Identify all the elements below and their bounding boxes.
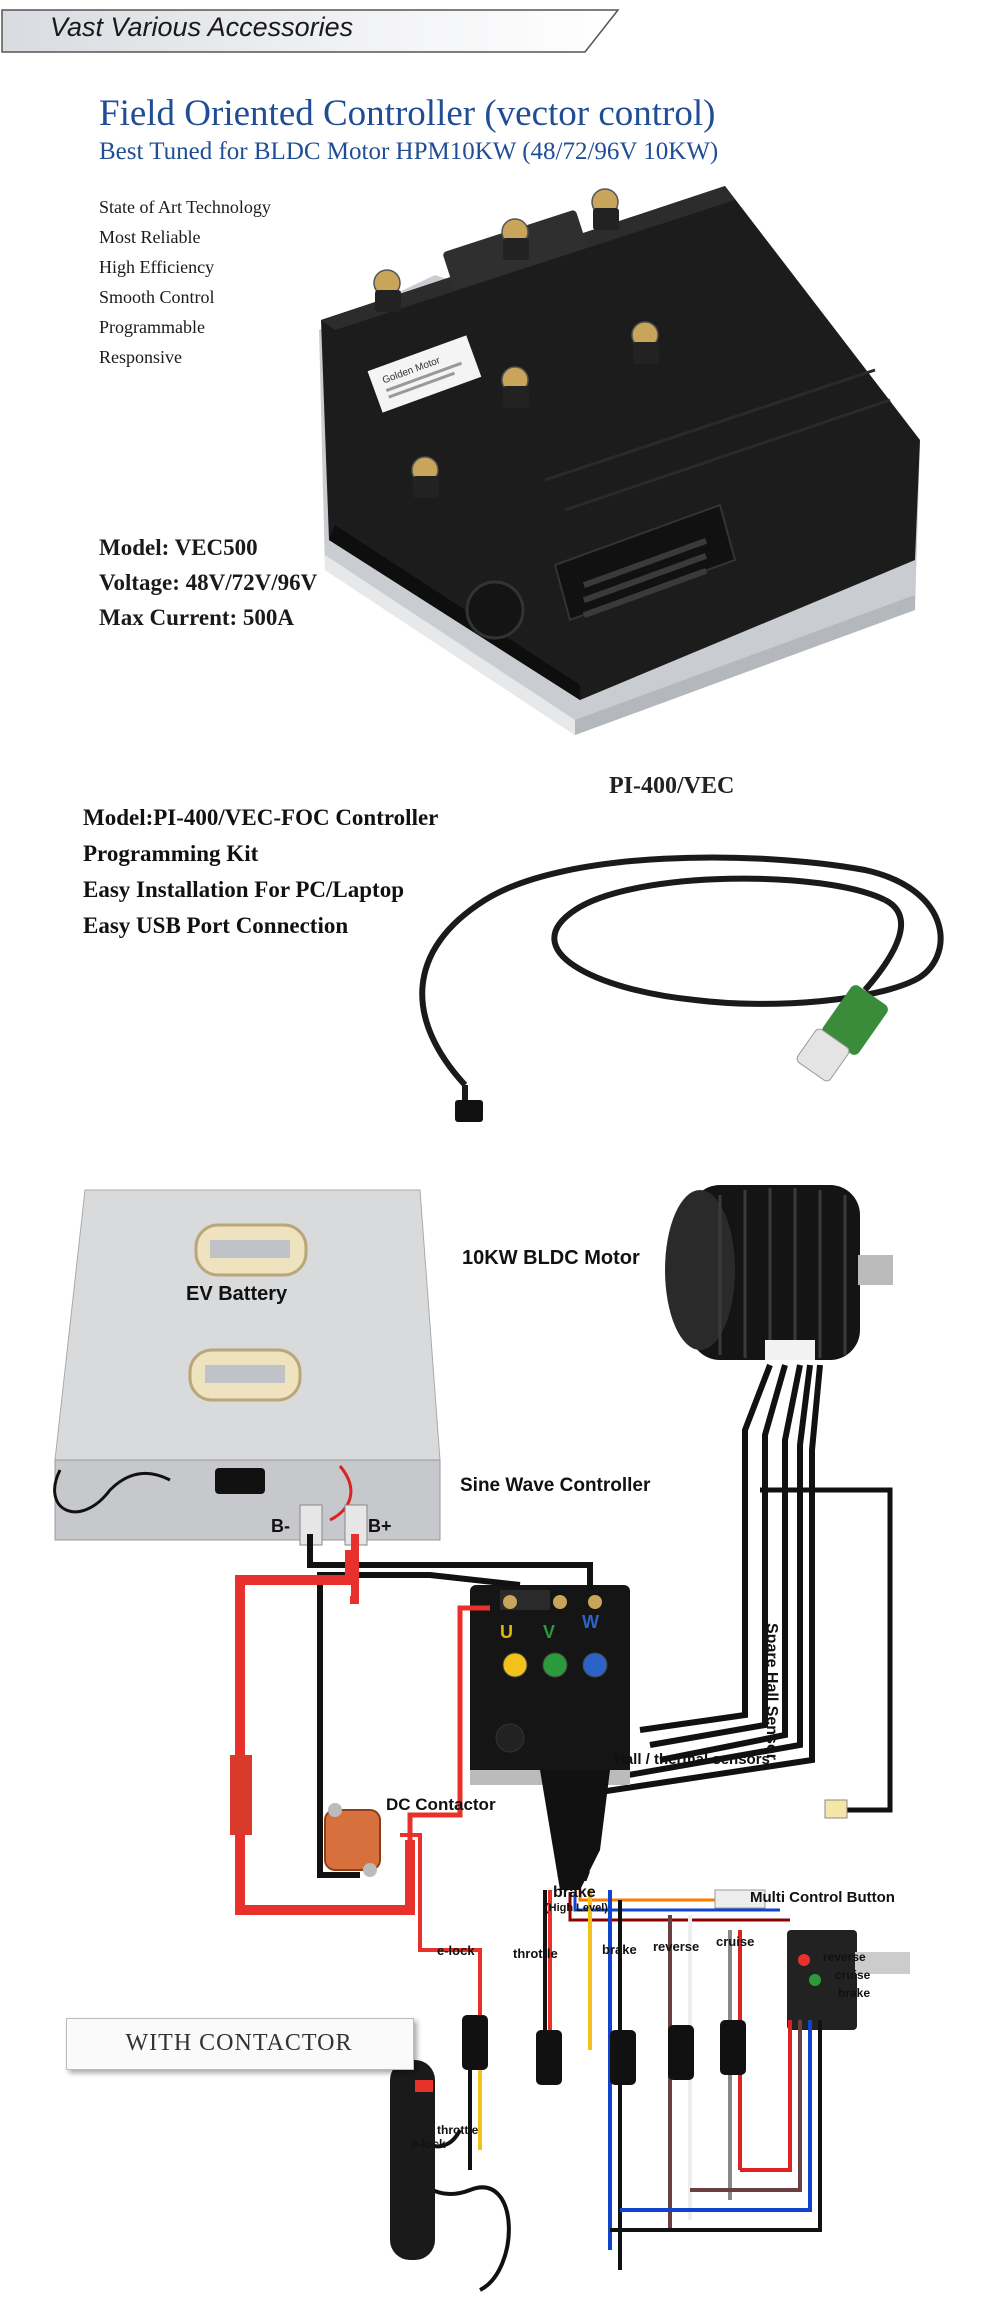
feature-item: Programmable — [99, 317, 205, 337]
feature-item: Most Reliable — [99, 227, 201, 247]
throttle-grip-image — [390, 2060, 511, 2292]
controller-small-image — [470, 1585, 630, 1785]
connector-reverse-label: reverse — [653, 1939, 700, 1954]
with-contactor-label: WITH CONTACTOR — [125, 2030, 353, 2056]
brake-high-label: brake — [553, 1884, 596, 1901]
spec-voltage: Voltage: 48V/72V/96V — [99, 570, 318, 595]
phase-w-label: W — [582, 1612, 599, 1632]
phase-u-label: U — [500, 1622, 513, 1642]
kit-line: Model:PI-400/VEC-FOC Controller — [83, 805, 439, 830]
multi-control-button-image — [787, 1930, 910, 2030]
button-brake-label: brake — [838, 1986, 871, 2000]
with-contactor-box — [66, 2018, 414, 2070]
plus12v-label: +12V — [557, 1868, 591, 1884]
battery-label: EV Battery — [186, 1283, 288, 1305]
grip-elock-label: e-lock — [411, 2137, 446, 2151]
kit-line: Easy USB Port Connection — [83, 913, 349, 938]
high-level-label: (High Level) — [545, 1902, 608, 1914]
kit-label: PI-400/VEC — [609, 773, 735, 799]
controller-diagram-label: Sine Wave Controller — [460, 1475, 651, 1496]
controller-image: Golden Motor — [319, 186, 920, 735]
motor-label: 10KW BLDC Motor — [462, 1247, 640, 1269]
battery-image — [53, 1189, 441, 1546]
button-reverse-label: reverse — [823, 1950, 866, 1964]
hall-thermal-label: Hall / thermal sensors — [614, 1751, 770, 1768]
header-banner — [1, 9, 620, 53]
dc-contactor-label: DC Contactor — [386, 1795, 496, 1814]
spec-current: Max Current: 500A — [99, 605, 295, 630]
spare-hall-label: Spare Hall Sensor — [763, 1623, 780, 1760]
connector-elock-label: e-lock — [437, 1943, 475, 1958]
banner-title: Vast Various Accessories — [50, 12, 354, 42]
feature-item: State of Art Technology — [99, 197, 271, 217]
spec-model: Model: VEC500 — [99, 535, 258, 560]
controller-title: Field Oriented Controller (vector contro… — [99, 93, 716, 134]
grip-throttle-label: throttle — [437, 2123, 479, 2137]
feature-item: Responsive — [99, 347, 182, 367]
kit-line: Programming Kit — [83, 841, 259, 866]
connector-cruise-label: cruise — [716, 1934, 755, 1949]
button-cruise-label: cruise — [835, 1968, 871, 1982]
connector-brake-label: brake — [602, 1942, 637, 1957]
multi-button-label: Multi Control Button — [750, 1889, 895, 1906]
dc-contactor-image — [324, 1803, 381, 1877]
motor-image — [665, 1185, 893, 1360]
wiring-diagram — [53, 1185, 910, 2292]
connector-throttle-label: throttle — [513, 1946, 558, 1961]
phase-v-label: V — [543, 1622, 556, 1642]
battery-positive-label: B+ — [368, 1516, 392, 1536]
battery-negative-label: B- — [271, 1516, 290, 1536]
controller-subtitle: Best Tuned for BLDC Motor HPM10KW (48/72… — [99, 138, 719, 165]
kit-line: Easy Installation For PC/Laptop — [83, 877, 404, 902]
feature-item: Smooth Control — [99, 287, 215, 307]
feature-item: High Efficiency — [99, 257, 215, 277]
programming-cable-image — [419, 854, 944, 1122]
